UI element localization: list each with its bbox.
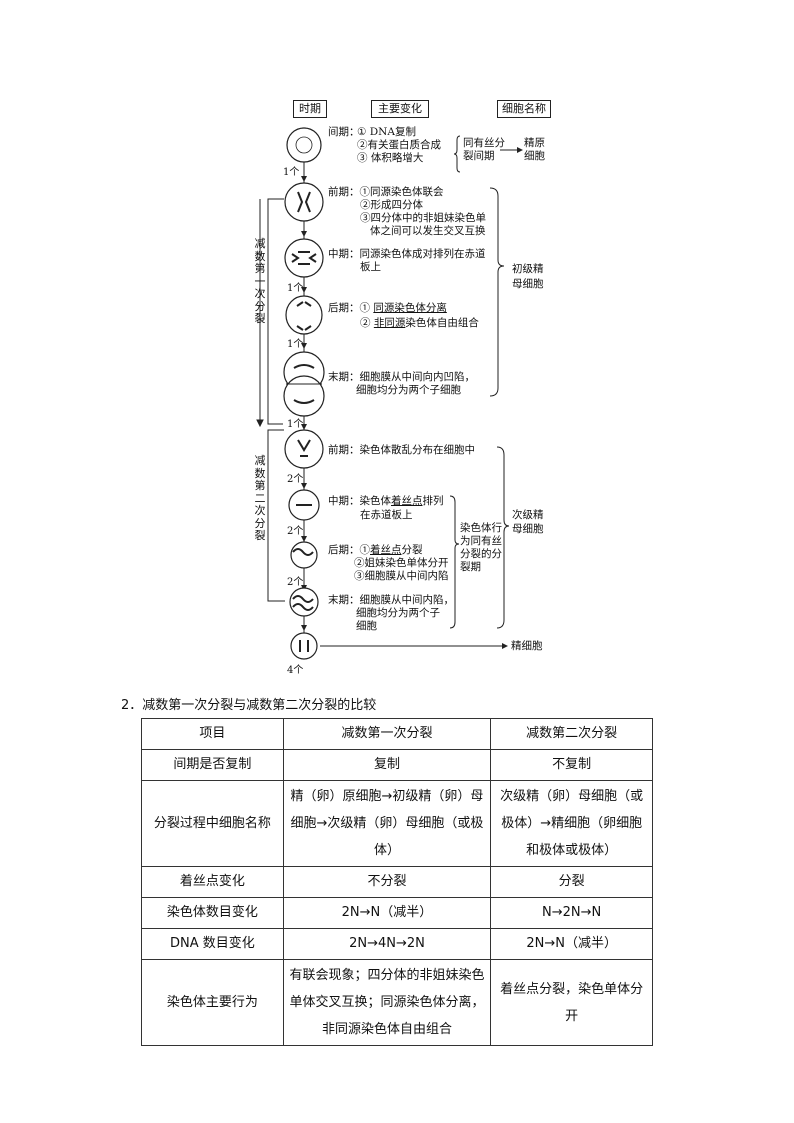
m1-telophase-2: 细胞均分为两个子细胞	[356, 384, 461, 397]
m2-telophase-3: 细胞	[356, 620, 377, 633]
m2-cell-1: 次级精	[512, 509, 544, 522]
table-cell: 复制	[283, 750, 491, 781]
count-label: 1个	[287, 335, 303, 350]
table-cell: 染色体主要行为	[142, 960, 284, 1046]
sperm-cell-label: 精细胞	[511, 640, 543, 653]
table-cell: 染色体数目变化	[142, 898, 284, 929]
m1-prophase-3: ③四分体中的非姐妹染色单	[360, 212, 486, 225]
interphase-cell-1: 精原	[524, 137, 545, 150]
interphase-item-2: ②有关蛋白质合成	[357, 139, 441, 152]
section-title-text: 减数第一次分裂与减数第二次分裂的比较	[142, 698, 376, 713]
interphase-item-1: ① DNA复制	[357, 126, 416, 139]
m2-telophase-1: 末期：细胞膜从中间内陷，	[328, 594, 454, 607]
count-label: 1个	[287, 415, 303, 430]
table-cell: 着丝点分裂，染色单体分开	[491, 960, 653, 1046]
m2-same-4: 裂期	[460, 561, 481, 574]
count-label: 1个	[287, 279, 303, 294]
cell-interphase	[287, 128, 321, 162]
comparison-table: 项目 减数第一次分裂 减数第二次分裂 间期是否复制 复制 不复制 分裂过程中细胞…	[141, 718, 653, 1046]
m2-same-3: 分裂的分	[460, 548, 502, 561]
table-cell: 2N→N（减半）	[491, 929, 653, 960]
table-header-cell: 减数第一次分裂	[283, 719, 491, 750]
cell-telophase2	[290, 588, 318, 616]
count-label: 4个	[287, 661, 303, 676]
header-cell-name: 细胞名称	[497, 100, 551, 118]
table-cell: 不复制	[491, 750, 653, 781]
m1-prophase-2: ②形成四分体	[360, 199, 423, 212]
table-row: 染色体数目变化 2N→N（减半） N→2N→N	[142, 898, 653, 929]
table-row: 分裂过程中细胞名称 精（卵）原细胞→初级精（卵）母细胞→次级精（卵）母细胞（或极…	[142, 781, 653, 867]
cell-anaphase2	[291, 542, 317, 568]
m2-anaphase-3: ③细胞膜从中间内陷	[354, 570, 449, 583]
table-cell: 着丝点变化	[142, 867, 284, 898]
table-header-cell: 减数第二次分裂	[491, 719, 653, 750]
interphase-same-2: 裂间期	[463, 150, 495, 163]
m2-telophase-2: 细胞均分为两个子	[356, 607, 440, 620]
interphase-cell-2: 细胞	[524, 150, 545, 163]
table-cell: 分裂	[491, 867, 653, 898]
m2-same-1: 染色体行	[460, 522, 502, 535]
m1-metaphase-2: 板上	[360, 261, 381, 274]
m1-cell-2: 母细胞	[512, 278, 544, 291]
section-title: 2．减数第一次分裂与减数第二次分裂的比较	[121, 694, 376, 713]
interphase-label: 间期：	[328, 126, 360, 139]
section-number: 2．	[121, 698, 142, 713]
cell-sperm	[291, 633, 317, 659]
count-label: 1个	[283, 163, 299, 178]
table-cell: 次级精（卵）母细胞（或极体）→精细胞（卵细胞和极体或极体）	[491, 781, 653, 867]
meiosis1-side-label: 减数第一次分裂	[253, 238, 267, 326]
table-cell: 2N→N（减半）	[283, 898, 491, 929]
m1-metaphase-1: 中期：同源染色体成对排列在赤道	[328, 248, 486, 261]
count-label: 2个	[287, 522, 303, 537]
table-row: 间期是否复制 复制 不复制	[142, 750, 653, 781]
table-cell: 分裂过程中细胞名称	[142, 781, 284, 867]
header-changes: 主要变化	[371, 100, 429, 118]
table-cell: 精（卵）原细胞→初级精（卵）母细胞→次级精（卵）母细胞（或极体）	[283, 781, 491, 867]
cell-metaphase1	[285, 239, 323, 277]
m2-anaphase-1: 后期：①着丝点分裂	[328, 544, 423, 557]
m1-prophase-4: 体之间可以发生交叉互换	[370, 225, 486, 238]
m2-prophase: 前期：染色体散乱分布在细胞中	[328, 444, 475, 457]
interphase-same-1: 同有丝分	[463, 137, 505, 150]
cell-anaphase1	[286, 296, 322, 334]
table-cell: 有联会现象；四分体的非姐妹染色单体交叉互换；同源染色体分离，非同源染色体自由组合	[283, 960, 491, 1046]
count-label: 2个	[287, 470, 303, 485]
cell-prophase1	[285, 183, 323, 221]
meiosis2-side-label: 减数第二次分裂	[253, 455, 267, 543]
m2-anaphase-2: ②姐妹染色单体分开	[354, 557, 449, 570]
m1-cell-1: 初级精	[512, 263, 544, 276]
header-period: 时期	[293, 100, 327, 118]
table-header-cell: 项目	[142, 719, 284, 750]
table-header-row: 项目 减数第一次分裂 减数第二次分裂	[142, 719, 653, 750]
table-cell: N→2N→N	[491, 898, 653, 929]
meiosis-diagram: 时期 主要变化 细胞名称 间期： ① DNA复制 ②有关蛋白质合成 ③ 体积略增…	[0, 0, 794, 680]
interphase-item-3: ③ 体积略增大	[357, 152, 423, 165]
m1-anaphase-2: ② 非同源染色体自由组合	[360, 317, 479, 330]
table-cell: 不分裂	[283, 867, 491, 898]
m2-same-2: 为同有丝	[460, 535, 502, 548]
m2-cell-2: 母细胞	[512, 523, 544, 536]
m2-metaphase-1: 中期：染色体着丝点排列	[328, 495, 444, 508]
table-cell: DNA 数目变化	[142, 929, 284, 960]
cell-telophase1-bottom	[284, 376, 324, 416]
m1-prophase-1: 前期：①同源染色体联会	[328, 186, 444, 199]
m1-telophase-1: 末期：细胞膜从中间向内凹陷，	[328, 371, 475, 384]
table-row: DNA 数目变化 2N→4N→2N 2N→N（减半）	[142, 929, 653, 960]
table-row: 着丝点变化 不分裂 分裂	[142, 867, 653, 898]
count-label: 2个	[287, 573, 303, 588]
table-cell: 2N→4N→2N	[283, 929, 491, 960]
table-cell: 间期是否复制	[142, 750, 284, 781]
m2-metaphase-2: 在赤道板上	[360, 509, 413, 522]
m1-anaphase-1: 后期：① 同源染色体分离	[328, 302, 447, 315]
table-row: 染色体主要行为 有联会现象；四分体的非姐妹染色单体交叉互换；同源染色体分离，非同…	[142, 960, 653, 1046]
